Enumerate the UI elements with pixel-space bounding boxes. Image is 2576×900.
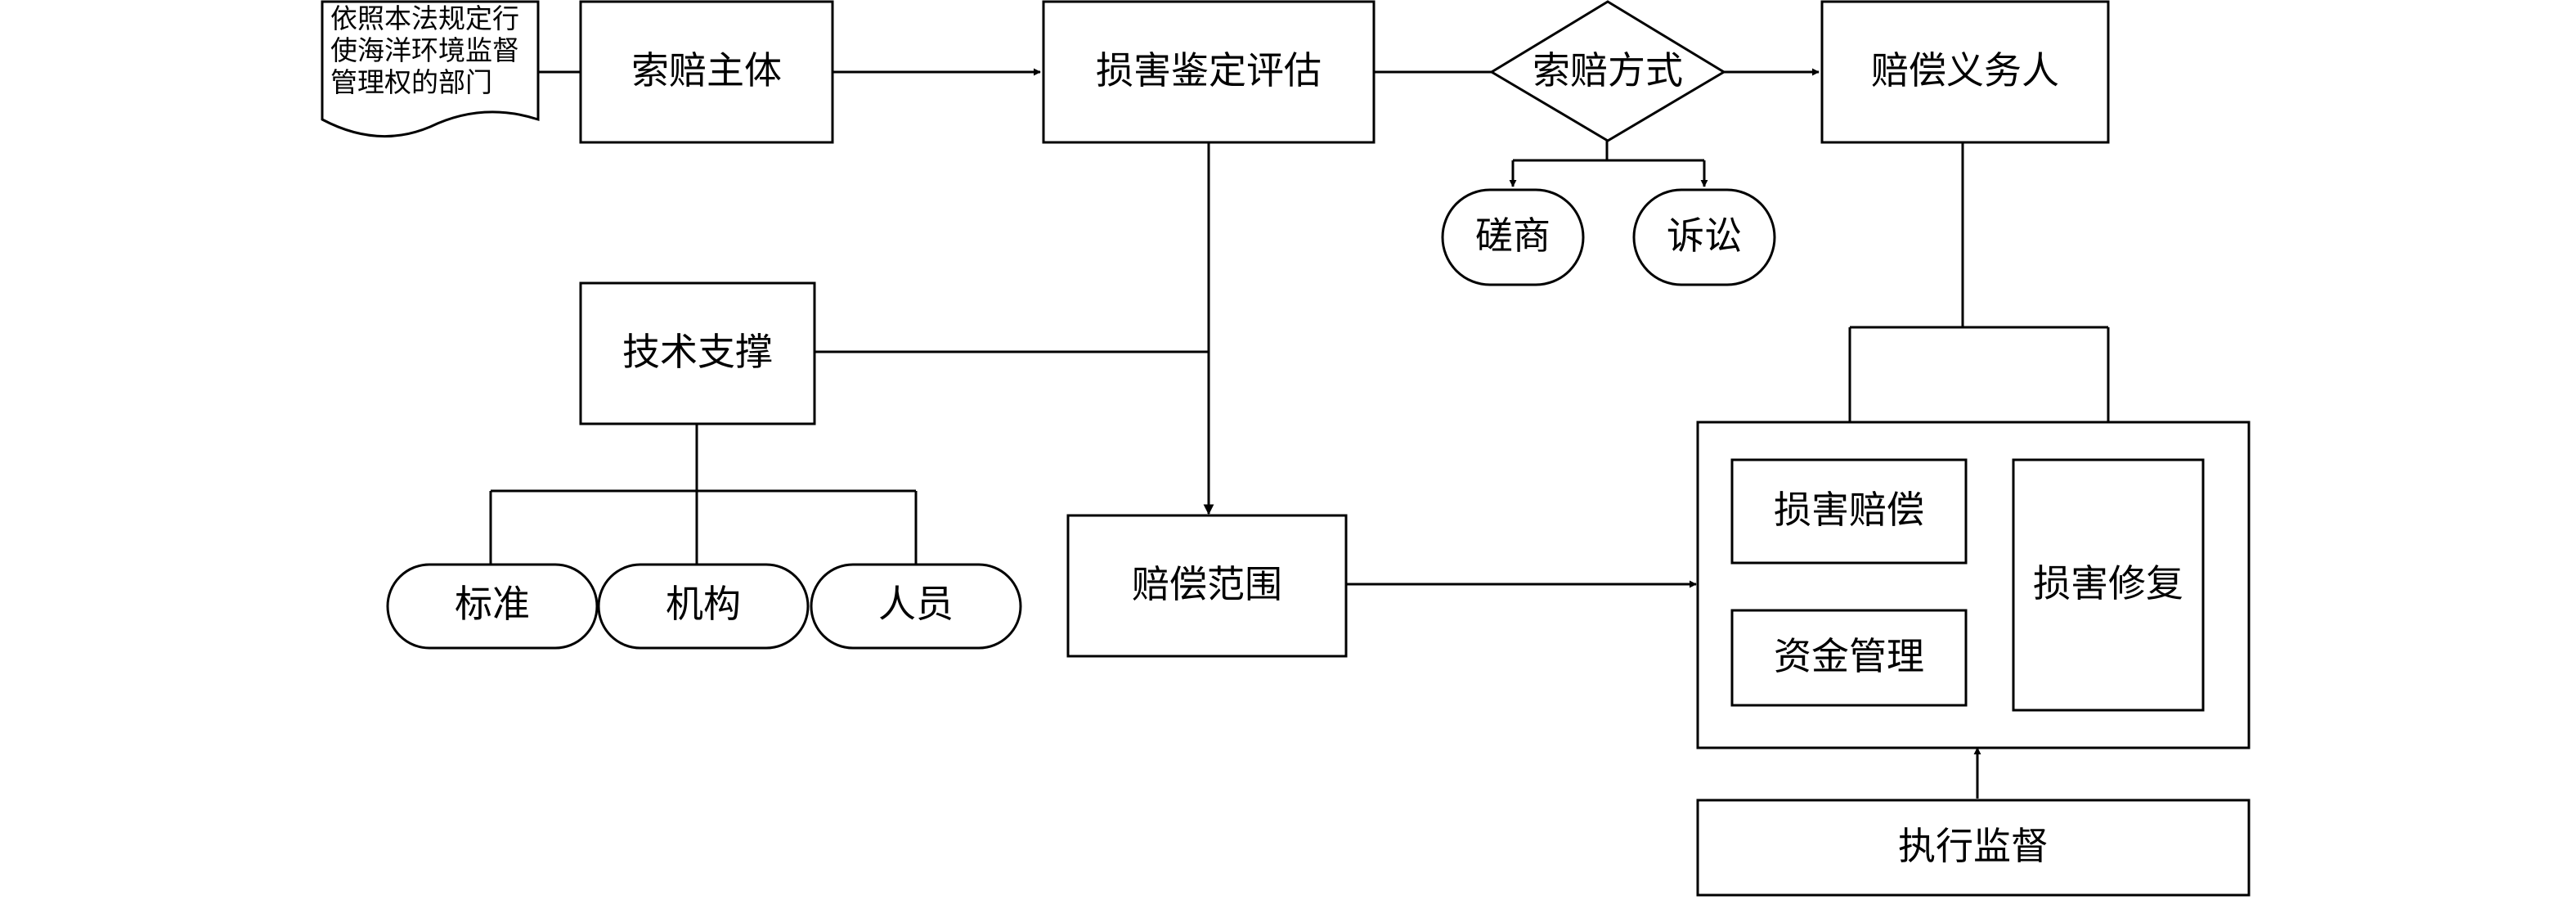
compensation-scope-label: 赔偿范围 — [1132, 562, 1282, 606]
node-damage-repair: 损害修复 — [2012, 458, 2205, 712]
standard-label: 标准 — [455, 582, 530, 626]
doc-line-3: 管理权的部门 — [330, 66, 492, 98]
fund-management-label: 资金管理 — [1774, 634, 1924, 678]
node-compensation-obligor: 赔偿义务人 — [1820, 0, 2110, 144]
institution-label: 机构 — [666, 582, 741, 626]
tech-support-label: 技术支撑 — [622, 330, 773, 374]
node-claim-subject: 索赔主体 — [579, 0, 834, 144]
node-institution: 机构 — [597, 563, 810, 650]
damage-repair-label: 损害修复 — [2033, 561, 2183, 605]
compensation-obligor-label: 赔偿义务人 — [1871, 48, 2059, 92]
connector-tech-support-split — [489, 424, 918, 565]
node-damage-assessment: 损害鉴定评估 — [1042, 0, 1376, 144]
doc-line-1: 依照本法规定行 — [330, 2, 519, 34]
node-tech-support: 技术支撑 — [579, 281, 816, 425]
negotiation-label: 磋商 — [1475, 214, 1551, 258]
connector-method-split — [1513, 141, 1704, 162]
node-execution-supervision: 执行监督 — [1696, 799, 2251, 897]
node-claim-method: 索赔方式 — [1489, 0, 1726, 142]
node-damage-compensation: 损害赔偿 — [1730, 458, 1968, 565]
claim-subject-label: 索赔主体 — [631, 48, 782, 92]
node-compensation-scope: 赔偿范围 — [1066, 514, 1348, 658]
node-litigation: 诉讼 — [1632, 188, 1776, 286]
document-shape — [321, 0, 540, 138]
litigation-label: 诉讼 — [1667, 214, 1742, 258]
node-standard: 标准 — [386, 563, 599, 650]
node-negotiation: 磋商 — [1441, 188, 1585, 286]
connector-obligor-split — [1850, 142, 2108, 329]
damage-assessment-label: 损害鉴定评估 — [1096, 48, 1322, 92]
personnel-label: 人员 — [878, 582, 954, 626]
doc-line-2: 使海洋环境监督 — [330, 34, 519, 66]
damage-compensation-label: 损害赔偿 — [1774, 488, 1924, 532]
connectors — [489, 68, 2112, 799]
claim-method-label: 索赔方式 — [1533, 48, 1683, 92]
node-fund-management: 资金管理 — [1730, 609, 1968, 707]
node-personnel: 人员 — [810, 563, 1022, 650]
document-node-authority: 依照本法规定行 使海洋环境监督 管理权的部门 — [321, 0, 540, 138]
execution-supervision-label: 执行监督 — [1898, 824, 2049, 868]
